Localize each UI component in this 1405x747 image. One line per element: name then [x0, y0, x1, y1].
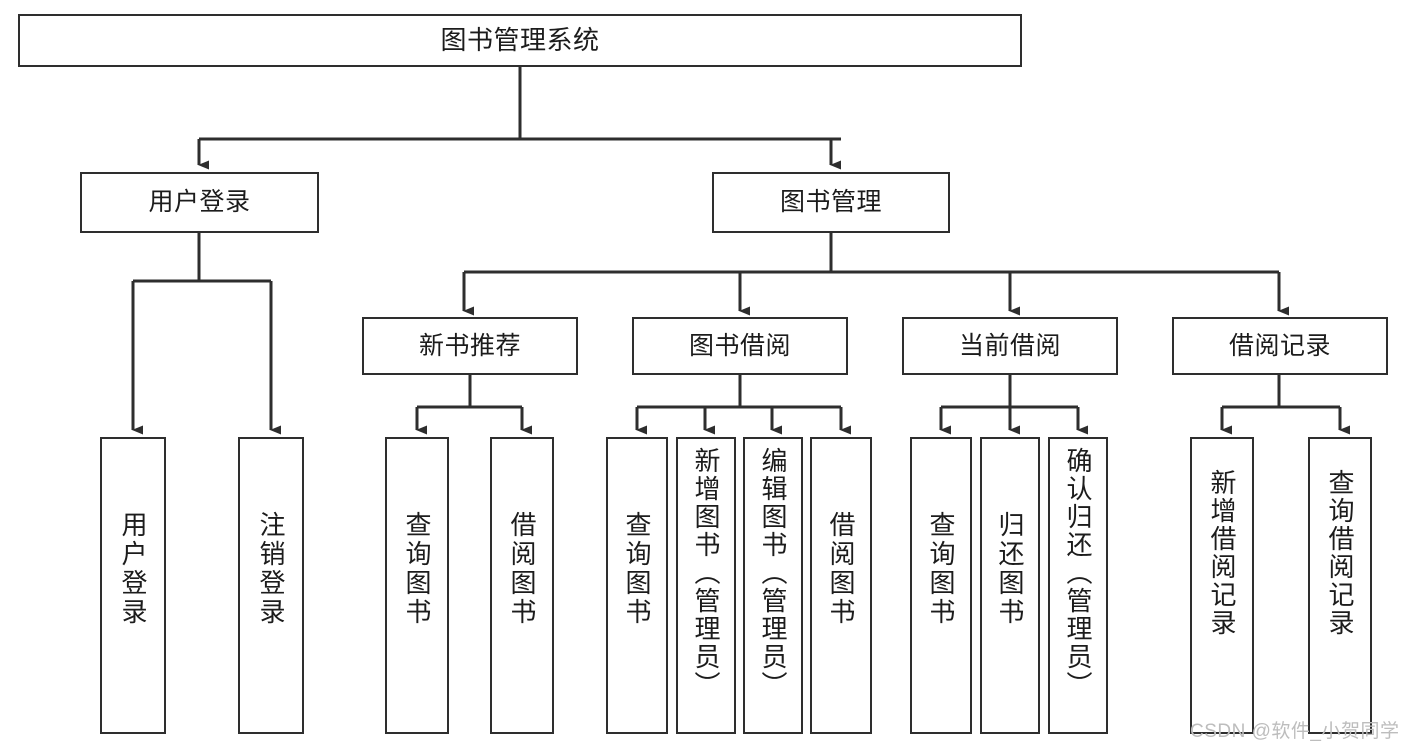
leaf-logout-login[interactable]: 注销登录 [238, 437, 304, 734]
node-label: 图书借阅 [688, 331, 791, 360]
node-label: 归还图书 [995, 511, 1025, 627]
node-book-borrow[interactable]: 图书借阅 [632, 317, 848, 375]
node-new-book-recommend[interactable]: 新书推荐 [362, 317, 578, 375]
leaf-add-book-admin[interactable]: 新增图书（管理员） [676, 437, 736, 734]
node-label: 借阅图书 [826, 511, 856, 627]
node-borrow-record[interactable]: 借阅记录 [1172, 317, 1388, 375]
leaf-query-borrow-record[interactable]: 查询借阅记录 [1308, 437, 1372, 734]
leaf-return-book[interactable]: 归还图书 [980, 437, 1040, 734]
node-label: 用户登录 [148, 188, 251, 217]
node-label: 新增图书（管理员） [691, 447, 721, 699]
node-book-manage[interactable]: 图书管理 [712, 172, 950, 233]
leaf-query-book-recommend[interactable]: 查询图书 [385, 437, 449, 734]
node-label: 借阅记录 [1228, 331, 1331, 360]
leaf-query-book-borrow[interactable]: 查询图书 [606, 437, 668, 734]
leaf-borrow-book-borrow[interactable]: 借阅图书 [810, 437, 872, 734]
leaf-add-borrow-record[interactable]: 新增借阅记录 [1190, 437, 1254, 734]
node-label: 借阅图书 [507, 511, 537, 627]
node-root-system[interactable]: 图书管理系统 [18, 14, 1022, 67]
node-label: 编辑图书（管理员） [758, 447, 788, 699]
leaf-borrow-book-recommend[interactable]: 借阅图书 [490, 437, 554, 734]
node-label: 用户登录 [118, 511, 148, 627]
node-label: 查询借阅记录 [1325, 469, 1355, 637]
node-label: 新书推荐 [418, 331, 521, 360]
node-label: 注销登录 [256, 511, 286, 627]
node-label: 图书管理系统 [440, 24, 600, 55]
leaf-edit-book-admin[interactable]: 编辑图书（管理员） [743, 437, 803, 734]
node-label: 查询图书 [402, 511, 432, 627]
node-label: 确认归还（管理员） [1063, 447, 1093, 699]
node-label: 图书管理 [779, 188, 882, 217]
node-user-login[interactable]: 用户登录 [80, 172, 319, 233]
node-current-borrow[interactable]: 当前借阅 [902, 317, 1118, 375]
leaf-confirm-return-admin[interactable]: 确认归还（管理员） [1048, 437, 1108, 734]
node-label: 新增借阅记录 [1207, 469, 1237, 637]
node-label: 当前借阅 [958, 331, 1061, 360]
node-label: 查询图书 [622, 511, 652, 627]
watermark-text: CSDN @软件_小贺同学 [1190, 721, 1400, 742]
node-label: 查询图书 [926, 511, 956, 627]
leaf-query-book-current[interactable]: 查询图书 [910, 437, 972, 734]
leaf-user-login[interactable]: 用户登录 [100, 437, 166, 734]
